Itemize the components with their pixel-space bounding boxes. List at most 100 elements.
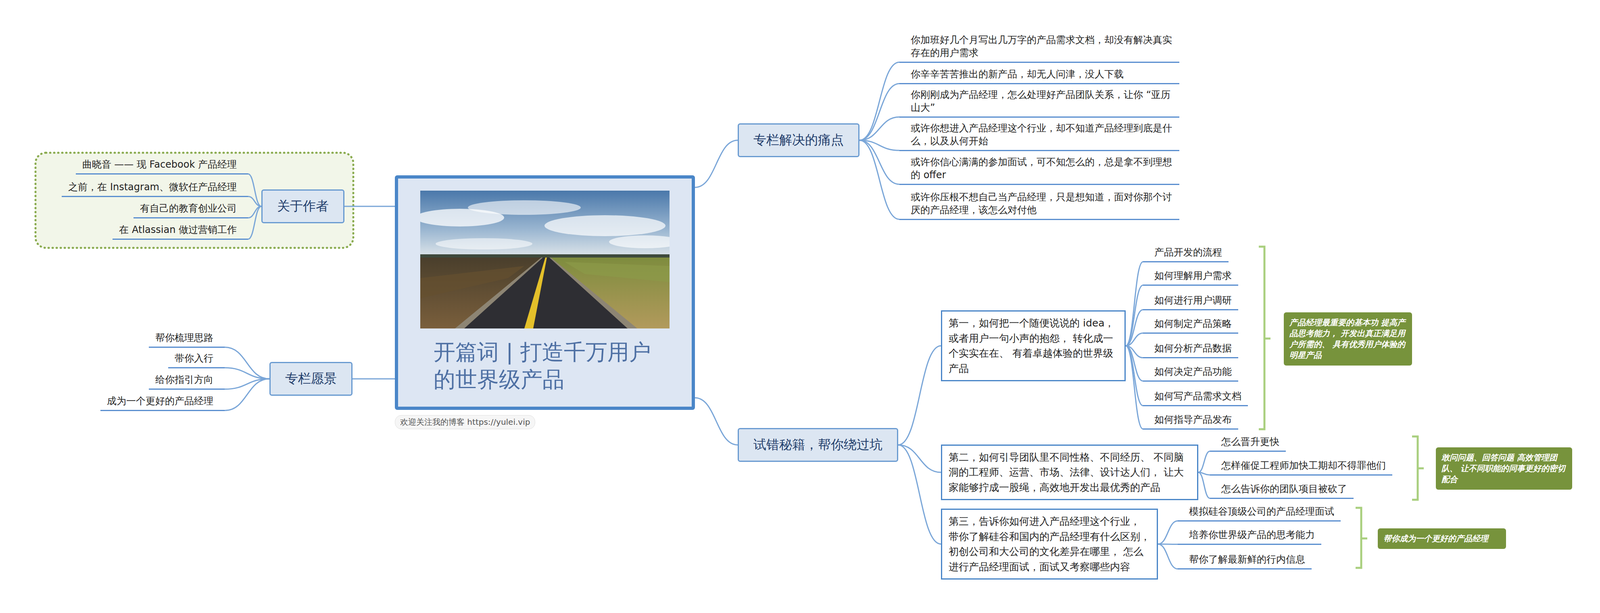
center-line <box>524 257 547 329</box>
connector <box>859 140 900 220</box>
connector <box>898 346 941 446</box>
node-text: 产品经理最重要的基本功 提高产品思考能力， 开发出真正满足用户所需的、 具有优秀… <box>1289 317 1407 361</box>
node-text: 如何理解用户需求 <box>1154 269 1232 283</box>
leaf-item: 帮你了解最新鲜的行内信息 <box>1177 552 1312 570</box>
node-text: 关于作者 <box>277 198 329 215</box>
node-text: 有自己的教育创业公司 <box>139 202 237 215</box>
leaf-item: 或许你想进入产品经理这个行业，却不知道产品经理到底是什么，以及从何开始 <box>899 121 1180 151</box>
connector <box>859 62 900 141</box>
bracket <box>1412 436 1424 501</box>
node-text: 带你入行 <box>174 352 214 366</box>
node-text: 如何进行用户调研 <box>1154 294 1232 307</box>
summary-callout: 帮你成为一个更好的产品经理 <box>1377 528 1507 550</box>
connector <box>859 116 900 141</box>
connector <box>248 196 262 207</box>
connector <box>1125 346 1144 430</box>
cloud <box>435 238 533 250</box>
leaf-item: 如何理解用户需求 <box>1143 269 1239 286</box>
branch-box: 试错秘籍，帮你绕过坑 <box>737 428 899 463</box>
bracket <box>1258 246 1271 430</box>
leaf-item: 如何决定产品功能 <box>1143 365 1239 382</box>
road-photo <box>420 190 670 329</box>
leaf-item: 如何写产品需求文档 <box>1143 389 1248 407</box>
node-text: 试错秘籍，帮你绕过坑 <box>753 436 883 454</box>
connector <box>694 398 738 446</box>
leaf-item: 给你指引方向 <box>148 373 225 391</box>
node-text: 或许你压根不想自己当产品经理，只是想知道，面对你那个讨厌的产品经理，该怎么对付他 <box>910 191 1173 217</box>
field-stripe <box>564 262 670 283</box>
node-text: 专栏解决的痛点 <box>753 131 844 149</box>
node-text: 开篇词 | 打造千万用户的世界级产品 <box>433 338 660 394</box>
cloud <box>544 215 666 237</box>
leaf-item: 你辛辛苦苦推出的新产品，却无人问津，没人下载 <box>899 67 1180 85</box>
node-text: 专栏愿景 <box>285 370 337 388</box>
leaf-item: 你加班好几个月写出几万字的产品需求文档，却没有解决真实存在的用户需求 <box>899 33 1180 63</box>
section-box: 第二，如何引导团队里不同性格、不同经历、 不同脑洞的工程师、运营、市场、法律、设… <box>940 444 1199 501</box>
node-text: 敢问问题、回答问题 高效管理团队、 让不同职能的同事更好的密切配合 <box>1441 452 1567 486</box>
node-text: 如何指导产品发布 <box>1154 413 1232 427</box>
connector <box>1125 262 1144 347</box>
connector <box>694 140 738 188</box>
node-text: 帮你了解最新鲜的行内信息 <box>1189 553 1306 567</box>
connector <box>224 347 270 380</box>
leaf-item: 曲晓音 —— 现 Facebook 产品经理 <box>75 157 249 175</box>
author-group-outline <box>35 152 354 249</box>
connector <box>1125 333 1144 347</box>
leaf-item: 如何分析产品数据 <box>1143 341 1239 359</box>
connector <box>344 206 395 208</box>
connector <box>352 378 395 380</box>
branch-box: 关于作者 <box>261 189 345 224</box>
leaf-item: 带你入行 <box>168 351 225 369</box>
connector <box>1198 451 1210 473</box>
leaf-item: 模拟硅谷顶级公司的产品经理面试 <box>1177 504 1341 522</box>
branch-box: 专栏愿景 <box>269 362 353 397</box>
node-text: 或许你想进入产品经理这个行业，却不知道产品经理到底是什么，以及从何开始 <box>910 122 1173 148</box>
blog-note: 欢迎关注我的博客 https://yulei.vip <box>394 415 536 430</box>
node-text: 怎么晋升更快 <box>1221 435 1280 449</box>
central-topic: 开篇词 | 打造千万用户的世界级产品 <box>394 175 695 411</box>
node-text: 怎么告诉你的团队项目被砍了 <box>1221 483 1348 496</box>
section-box: 第三，告诉你如何进入产品经理这个行业， 带你了解硅谷和国内的产品经理有什么区别，… <box>940 508 1158 580</box>
branch-box: 专栏解决的痛点 <box>737 123 860 158</box>
connector <box>224 368 270 380</box>
cloud <box>467 200 581 215</box>
node-text: 如何制定产品策略 <box>1154 317 1232 331</box>
node-text: 产品开发的流程 <box>1154 246 1223 259</box>
node-text: 之前，在 Instagram、微软任产品经理 <box>68 181 237 194</box>
leaf-item: 如何指导产品发布 <box>1143 413 1239 430</box>
node-text: 或许你信心满满的参加面试，可不知怎么的，总是拿不到理想的 offer <box>910 156 1173 182</box>
node-text: 模拟硅谷顶级公司的产品经理面试 <box>1189 505 1335 519</box>
node-text: 第一，如何把一个随便说说的 idea， 或者用户一句小声的抱怨， 转化成一个实实… <box>948 315 1119 377</box>
connector <box>898 445 941 545</box>
tree-line <box>420 254 670 259</box>
bracket <box>1355 508 1368 569</box>
node-text: 帮你成为一个更好的产品经理 <box>1383 533 1501 545</box>
leaf-item: 你刚刚成为产品经理，怎么处理好产品团队关系，让你 “亚历山大” <box>899 87 1180 118</box>
connector <box>1125 285 1144 347</box>
node-text: 成为一个更好的产品经理 <box>106 395 214 408</box>
summary-callout: 产品经理最重要的基本功 提高产品思考能力， 开发出真正满足用户所需的、 具有优秀… <box>1283 312 1413 366</box>
leaf-item: 帮你梳理思路 <box>148 331 225 349</box>
node-text: 如何写产品需求文档 <box>1154 390 1242 403</box>
node-text: 如何决定产品功能 <box>1154 365 1232 379</box>
connector <box>1157 544 1178 570</box>
leaf-item: 怎样催促工程师加快工期却不得罪他们 <box>1209 458 1393 476</box>
road <box>464 257 628 329</box>
connector <box>248 206 262 240</box>
leaf-item: 有自己的教育创业公司 <box>133 201 249 219</box>
node-text: 怎样催促工程师加快工期却不得罪他们 <box>1221 459 1386 473</box>
node-text: 你辛辛苦苦推出的新产品，却无人问津，没人下载 <box>910 68 1173 81</box>
connector <box>1157 521 1178 545</box>
leaf-item: 如何进行用户调研 <box>1143 293 1239 311</box>
road-shoulder <box>454 257 638 329</box>
node-text: 第三，告诉你如何进入产品经理这个行业， 带你了解硅谷和国内的产品经理有什么区别，… <box>948 514 1151 575</box>
leaf-item: 培养你世界级产品的思考能力 <box>1177 528 1322 546</box>
connector <box>1125 310 1144 347</box>
node-text: 如何分析产品数据 <box>1154 342 1232 355</box>
node-text: 你加班好几个月写出几万字的产品需求文档，却没有解决真实存在的用户需求 <box>910 33 1173 59</box>
leaf-item: 在 Atlassian 做过营销工作 <box>112 223 249 240</box>
leaf-item: 或许你压根不想自己当产品经理，只是想知道，面对你那个讨厌的产品经理，该怎么对付他 <box>899 190 1180 220</box>
leaf-item: 或许你信心满满的参加面试，可不知怎么的，总是拿不到理想的 offer <box>899 155 1180 185</box>
